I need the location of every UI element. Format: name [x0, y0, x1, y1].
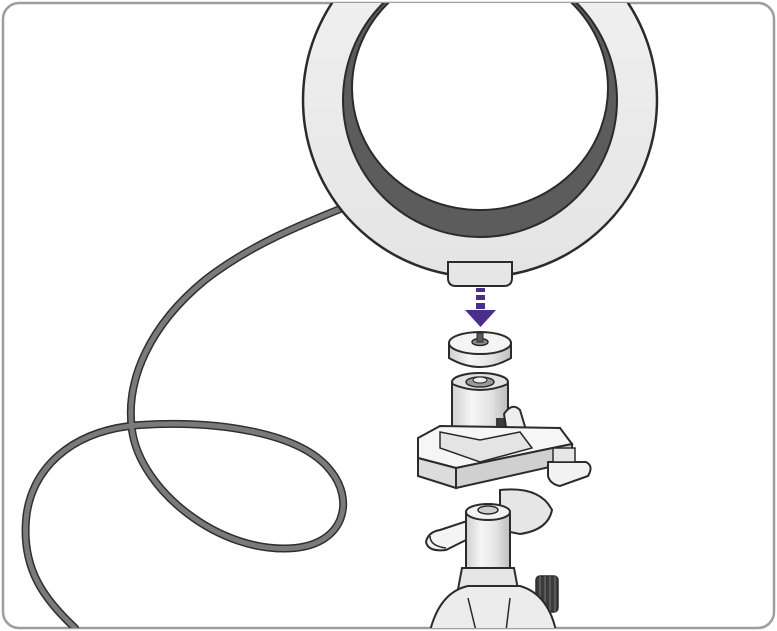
tripod-head: [424, 488, 559, 628]
ring-light: [301, 3, 659, 287]
ball-head-cap: [448, 331, 512, 368]
quick-release-plate: [417, 424, 592, 490]
mounting-arrow: [465, 288, 496, 327]
power-cable: [21, 201, 354, 628]
